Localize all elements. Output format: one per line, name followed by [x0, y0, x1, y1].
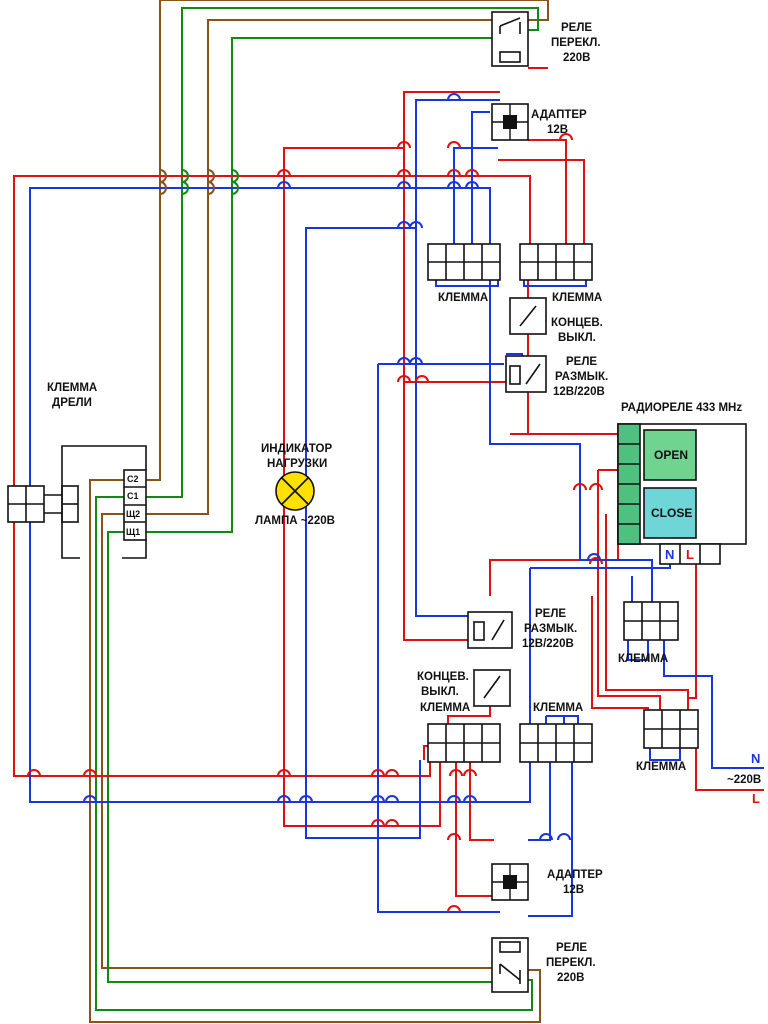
radio-relay-label: РАДИОРЕЛЕ 433 MHz: [621, 402, 742, 414]
terminal-block-bottom-left: [427, 723, 501, 763]
drill-pin-c1: С1: [127, 491, 139, 501]
terminal-radio-label: КЛЕММА: [618, 653, 668, 665]
relay-break-bottom-label-3: 12В/220В: [522, 638, 574, 650]
relay-switch-bottom-label-3: 220В: [557, 972, 585, 984]
load-indicator-label-2: НАГРУЗКИ: [267, 458, 327, 470]
relay-switch-bottom-label-1: РЕЛЕ: [556, 942, 587, 954]
wire-hops: [27, 93, 603, 913]
drill-pin-shch1: Щ1: [126, 527, 140, 537]
limit-switch-top: [509, 297, 547, 335]
adapter-top-label-2: 12В: [547, 124, 568, 136]
relay-switch-top: [491, 11, 529, 67]
relay-break-top-label-3: 12В/220В: [553, 386, 605, 398]
limit-switch-bottom-label-1: КОНЦЕВ.: [417, 671, 469, 683]
relay-break-bottom-label-2: РАЗМЫК.: [524, 623, 577, 635]
drill-terminal-block: [7, 445, 147, 559]
drill-pin-shch2: Щ2: [126, 509, 140, 519]
lamp-icon: [275, 471, 315, 511]
green-wires: [95, 7, 539, 1011]
relay-switch-top-label-1: РЕЛЕ: [561, 22, 592, 34]
relay-switch-top-label-3: 220В: [563, 52, 591, 64]
terminal-block-top-left: [427, 243, 501, 281]
relay-break-bottom-label-1: РЕЛЕ: [535, 608, 566, 620]
drill-terminal-label-2: ДРЕЛИ: [52, 397, 92, 409]
open-button-label: OPEN: [654, 448, 688, 462]
terminal-block-bottom-right: [519, 723, 593, 763]
radio-relay-neutral-contact: N: [665, 547, 674, 562]
terminal-bottom-left-label: КЛЕММА: [420, 702, 470, 714]
close-button[interactable]: CLOSE: [643, 487, 697, 539]
relay-switch-bottom: [491, 937, 529, 993]
radio-relay-line-contact: L: [686, 547, 694, 562]
limit-switch-top-label-1: КОНЦЕВ.: [551, 317, 603, 329]
relay-break-top: [505, 355, 547, 393]
drill-pin-c2: С2: [127, 474, 139, 484]
lamp-label: ЛАМПА ~220В: [255, 515, 335, 527]
relay-break-top-label-2: РАЗМЫК.: [555, 371, 608, 383]
relay-break-bottom: [467, 611, 513, 649]
mains-line-label: L: [752, 791, 760, 806]
drill-pins: [123, 469, 147, 541]
radio-relay-contacts: [659, 543, 721, 565]
limit-switch-bottom-label-2: ВЫКЛ.: [421, 686, 459, 698]
limit-switch-top-label-2: ВЫКЛ.: [558, 332, 596, 344]
load-indicator-label-1: ИНДИКАТОР: [261, 443, 332, 455]
terminal-block-mains: [643, 709, 699, 749]
terminal-top-left-label: КЛЕММА: [438, 292, 488, 304]
close-button-label: CLOSE: [651, 506, 692, 520]
drill-terminal-label-1: КЛЕММА: [47, 382, 97, 394]
terminal-block-top-right: [519, 243, 593, 281]
relay-switch-top-label-2: ПЕРЕКЛ.: [551, 37, 601, 49]
mains-voltage-label: ~220В: [727, 774, 761, 786]
adapter-top: [491, 103, 529, 141]
terminal-bottom-right-label: КЛЕММА: [533, 702, 583, 714]
adapter-bottom: [491, 863, 529, 901]
adapter-bottom-label-2: 12В: [563, 884, 584, 896]
terminal-block-radio: [623, 601, 679, 641]
relay-break-top-label-1: РЕЛЕ: [566, 356, 597, 368]
brown-wires: [89, 0, 549, 1023]
open-button[interactable]: OPEN: [643, 429, 697, 481]
relay-switch-bottom-label-2: ПЕРЕКЛ.: [546, 957, 596, 969]
mains-neutral-label: N: [751, 751, 760, 766]
terminal-mains-label: КЛЕММА: [636, 761, 686, 773]
adapter-top-label-1: АДАПТЕР: [531, 109, 587, 121]
adapter-bottom-label-1: АДАПТЕР: [547, 869, 603, 881]
terminal-top-right-label: КЛЕММА: [552, 292, 602, 304]
limit-switch-bottom: [473, 669, 511, 707]
